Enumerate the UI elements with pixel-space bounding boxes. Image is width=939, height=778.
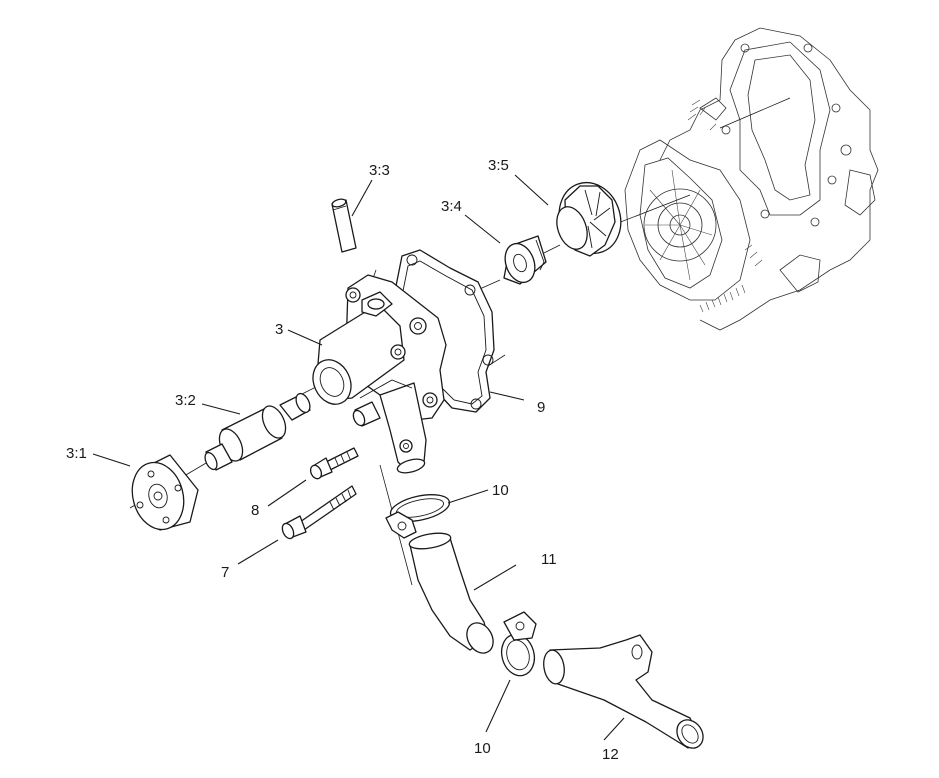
- callout-9: 9: [537, 399, 545, 416]
- part-7-long-bolt: [281, 485, 357, 540]
- callout-3-1: 3:1: [66, 445, 87, 462]
- part-11-hose: [408, 532, 494, 654]
- part-3-pump-housing: [312, 274, 447, 474]
- part-10-lower-clamp: [500, 611, 537, 677]
- callout-7: 7: [221, 564, 229, 581]
- part-3-1-pulley-hub: [131, 454, 199, 531]
- part-12-pipe: [543, 634, 704, 749]
- callout-12: 12: [602, 746, 619, 763]
- callout-3-2: 3:2: [175, 392, 196, 409]
- part-3-3-sleeve: [331, 198, 357, 253]
- part-3-4-seal: [503, 235, 547, 285]
- callout-labels: 3:3 3:5 3:4 3 3:2 3:1 9 8 10 7 11 10 12: [66, 157, 619, 763]
- part-10-upper-clamp: [385, 494, 451, 539]
- callout-3-3: 3:3: [369, 162, 390, 179]
- callout-3: 3: [275, 321, 283, 338]
- part-3-2-shaft: [204, 392, 311, 471]
- part-3-5-impeller: [556, 181, 622, 257]
- callout-3-5: 3:5: [488, 157, 509, 174]
- callout-3-4: 3:4: [441, 198, 462, 215]
- engine-block: [599, 27, 879, 331]
- callout-11: 11: [541, 551, 557, 568]
- callout-10-lower: 10: [474, 740, 491, 757]
- callout-8: 8: [251, 502, 259, 519]
- leader-lines: [92, 174, 625, 741]
- callout-10-upper: 10: [492, 482, 509, 499]
- assembly-axis-lines: [129, 244, 561, 586]
- part-8-short-bolt: [309, 447, 359, 480]
